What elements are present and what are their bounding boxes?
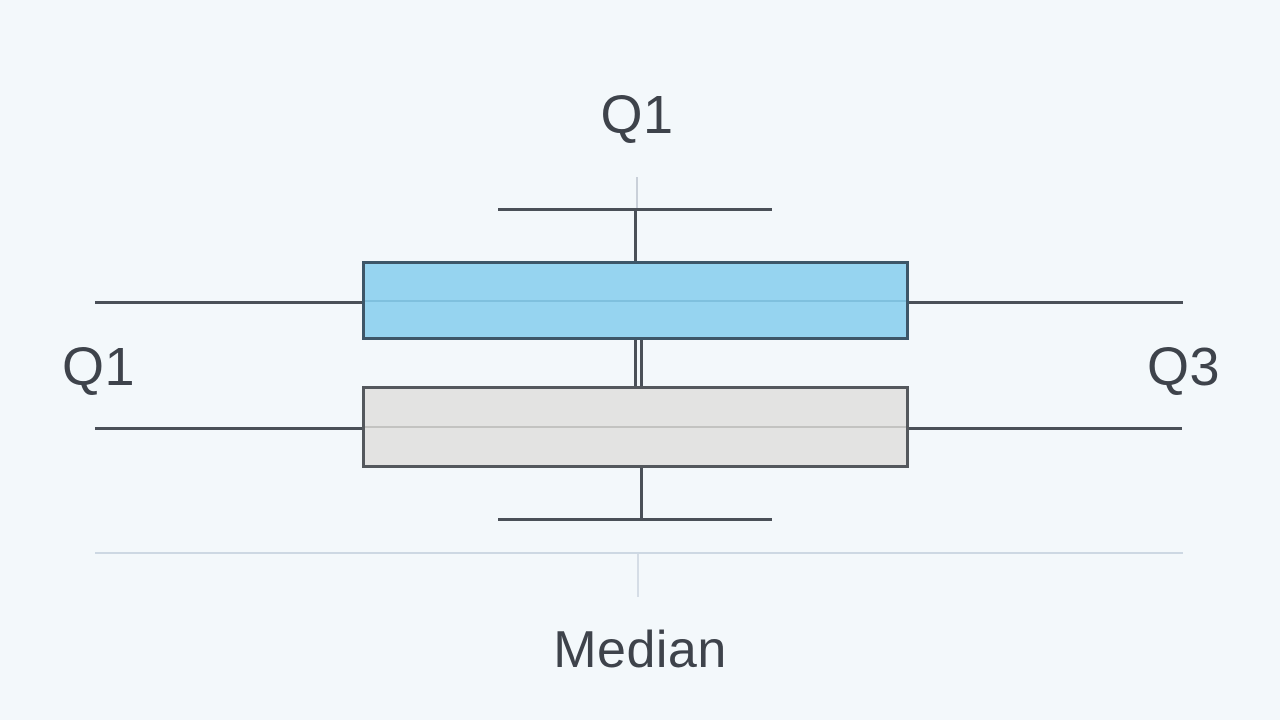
lower-whisker-cap xyxy=(498,518,772,521)
baseline-rule xyxy=(95,552,1183,554)
right-quartile-label: Q3 xyxy=(1147,337,1221,397)
median-label: Median xyxy=(553,621,727,679)
upper-box-midline xyxy=(365,299,906,302)
lower-box-gray xyxy=(362,386,909,468)
left-quartile-label: Q1 xyxy=(62,337,136,397)
lower-box-midline xyxy=(365,426,906,428)
faint-vertical-guide-top xyxy=(636,177,638,209)
faint-vertical-guide-bottom xyxy=(637,554,639,597)
upper-box-right-whisker xyxy=(908,301,1183,304)
upper-box-blue xyxy=(362,261,909,340)
lower-box-right-whisker xyxy=(908,427,1182,430)
lower-box-left-whisker xyxy=(95,427,363,430)
top-quartile-label: Q1 xyxy=(600,85,674,145)
upper-box-left-whisker xyxy=(95,301,363,304)
